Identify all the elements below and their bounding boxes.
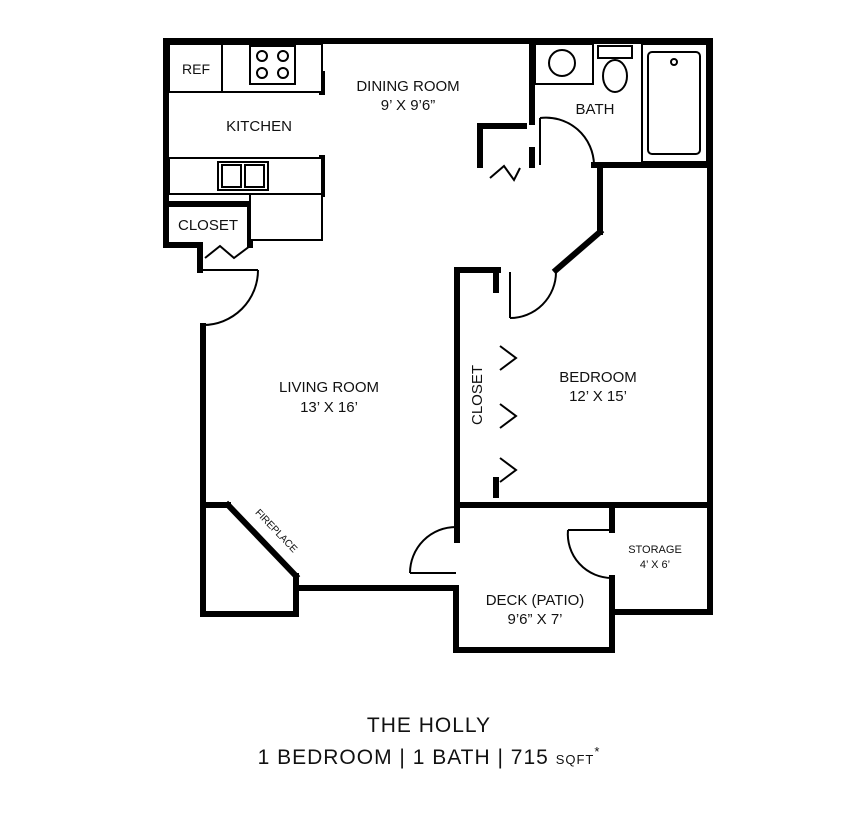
doors xyxy=(202,116,613,580)
tub-basin xyxy=(647,51,701,155)
storage-door xyxy=(566,529,613,580)
sink-basin-icon xyxy=(244,164,265,188)
exterior-walls xyxy=(163,38,713,653)
bedroom-door xyxy=(509,271,557,319)
living-room-size: 13’ X 16’ xyxy=(300,399,358,416)
plan-details-text: 1 BEDROOM | 1 BATH | 715 xyxy=(257,746,549,769)
living-room-label: LIVING ROOM xyxy=(279,379,379,396)
ref-label: REF xyxy=(182,61,210,77)
entry-door xyxy=(202,269,259,326)
interior-walls xyxy=(163,38,713,615)
bath-fixtures xyxy=(534,43,708,163)
toilet-icon xyxy=(602,59,628,93)
hall-closet-bifold-door xyxy=(489,164,521,182)
storage-size: 4’ X 6’ xyxy=(640,559,670,571)
sink-icon xyxy=(548,49,576,77)
bedroom-closet-door-2 xyxy=(499,403,518,429)
vanity xyxy=(534,43,594,85)
plan-details-asterisk: * xyxy=(594,744,601,759)
counter-extension xyxy=(249,193,323,241)
entry-closet-label: CLOSET xyxy=(178,217,238,234)
refrigerator xyxy=(168,43,223,93)
dining-room-size: 9’ X 9’6” xyxy=(381,97,435,114)
kitchen-fixtures xyxy=(168,43,323,241)
closet-bifold-door xyxy=(204,244,251,260)
burner-icon xyxy=(277,50,289,62)
plan-details-unit: SQFT xyxy=(555,752,595,767)
deck-door xyxy=(409,526,457,574)
bedroom-size: 12’ X 15’ xyxy=(569,388,627,405)
drain-icon xyxy=(670,58,678,66)
burner-icon xyxy=(256,50,268,62)
room-labels: REF KITCHEN DINING ROOM 9’ X 9’6” BATH C… xyxy=(178,61,682,628)
deck-label: DECK (PATIO) xyxy=(486,592,585,609)
plan-details: 1 BEDROOM | 1 BATH | 715 SQFT* xyxy=(0,744,858,770)
bedroom-closet-door-3 xyxy=(499,457,518,483)
bath-label: BATH xyxy=(576,101,615,118)
kitchen-label: KITCHEN xyxy=(226,118,292,135)
bath-door xyxy=(539,116,595,166)
bedroom-label: BEDROOM xyxy=(559,369,637,386)
burner-icon xyxy=(256,67,268,79)
plan-title: THE HOLLY xyxy=(366,714,492,737)
deck-size: 9’6” X 7’ xyxy=(507,611,562,628)
fireplace-label: FIREPLACE xyxy=(253,507,300,555)
burner-icon xyxy=(277,67,289,79)
bedroom-closet-door-1 xyxy=(499,345,518,371)
storage-label: STORAGE xyxy=(628,544,682,556)
dining-room-label: DINING ROOM xyxy=(356,78,459,95)
toilet-tank xyxy=(597,45,633,59)
sink xyxy=(217,161,269,191)
stove xyxy=(249,45,296,85)
bedroom-closet-label: CLOSET xyxy=(469,365,486,425)
bathtub xyxy=(641,43,708,163)
sink-basin-icon xyxy=(221,164,242,188)
